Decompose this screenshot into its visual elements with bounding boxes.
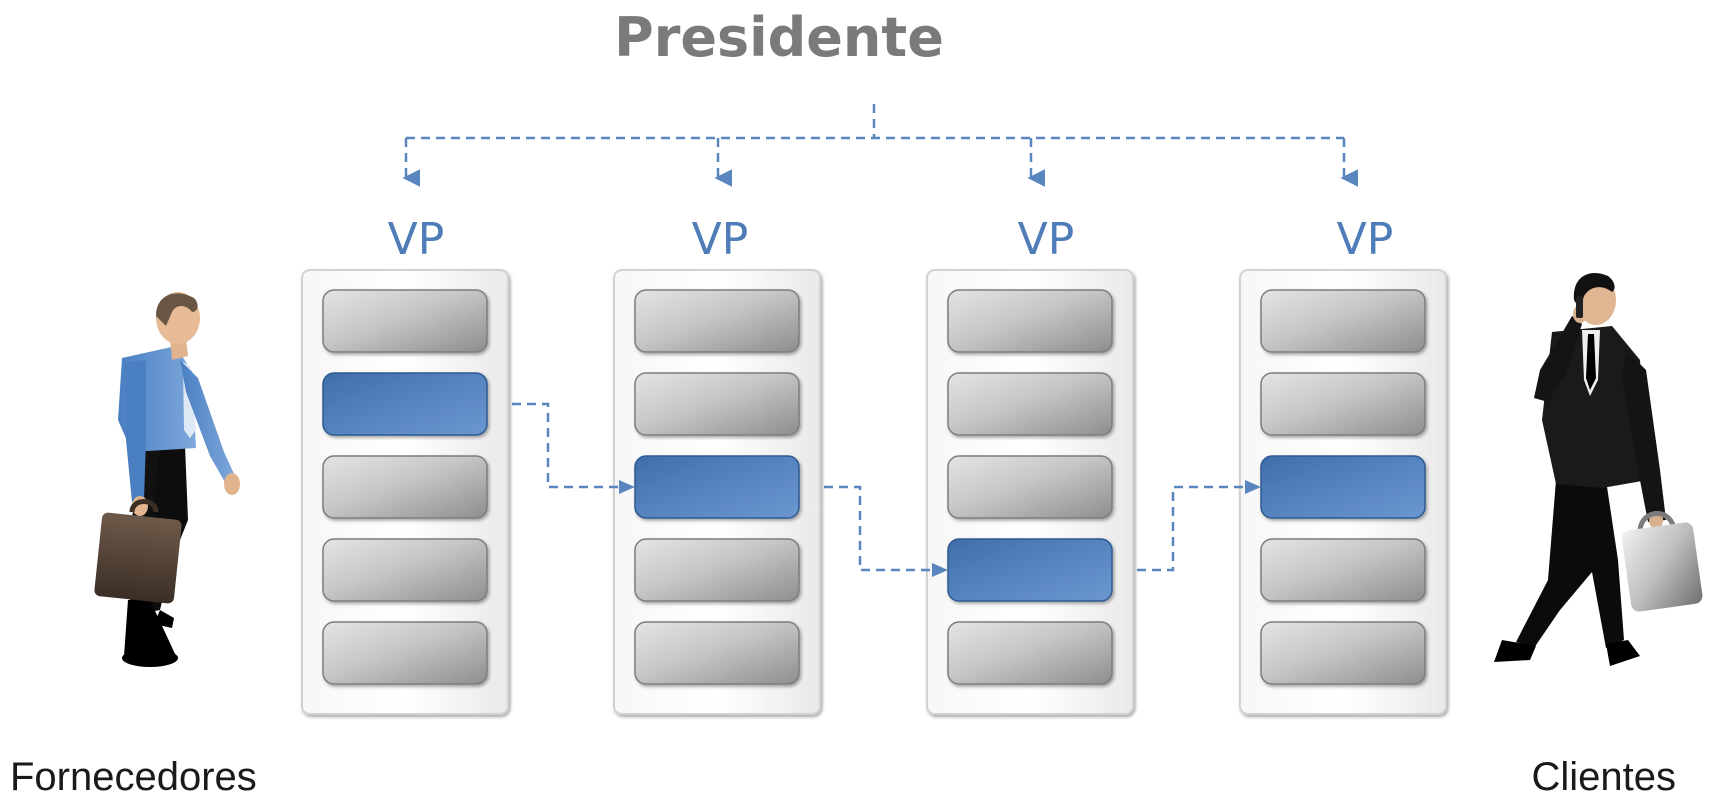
department-3: VP: [926, 214, 1134, 715]
activity-slot: [947, 621, 1113, 685]
activity-slot: [634, 372, 800, 436]
process-step-highlight-1: [322, 372, 488, 436]
department-2: VP: [613, 214, 821, 715]
activity-slot: [634, 289, 800, 353]
flow-connector-3: [1137, 485, 1255, 572]
vp-label-2: VP: [692, 214, 749, 265]
activity-slot: [947, 289, 1113, 353]
activity-slot: [947, 455, 1113, 519]
customer-person-icon: [1494, 273, 1703, 666]
process-flow-connectors: [512, 402, 1261, 577]
process-step-highlight-2: [634, 455, 800, 519]
departments: VP VP VP VP: [301, 214, 1447, 715]
activity-slot: [1260, 372, 1426, 436]
activity-slot: [322, 455, 488, 519]
process-step-highlight-4: [1260, 455, 1426, 519]
activity-slot: [634, 621, 800, 685]
activity-slot: [634, 538, 800, 602]
supplier-label: Fornecedores: [10, 755, 257, 799]
vp-label-1: VP: [388, 214, 445, 265]
activity-slot: [1260, 621, 1426, 685]
activity-slot: [947, 372, 1113, 436]
vp-label-4: VP: [1337, 214, 1394, 265]
flow-connector-2: [824, 485, 942, 572]
flow-connector-1: [512, 402, 629, 489]
flow-arrowhead-1: [619, 480, 635, 494]
activity-slot: [322, 621, 488, 685]
supplier-person-icon: [94, 292, 240, 667]
department-1: VP: [301, 214, 509, 715]
org-connector-lines: [402, 104, 1358, 187]
department-4: VP: [1239, 214, 1447, 715]
activity-slot: [1260, 289, 1426, 353]
vp-label-3: VP: [1018, 214, 1075, 265]
activity-slot: [322, 289, 488, 353]
activity-slot: [1260, 538, 1426, 602]
process-step-highlight-3: [947, 538, 1113, 602]
flow-arrowhead-2: [932, 563, 948, 577]
flow-arrowhead-3: [1245, 480, 1261, 494]
president-title: Presidente: [614, 6, 944, 69]
activity-slot: [322, 538, 488, 602]
customer-label: Clientes: [1531, 755, 1676, 799]
